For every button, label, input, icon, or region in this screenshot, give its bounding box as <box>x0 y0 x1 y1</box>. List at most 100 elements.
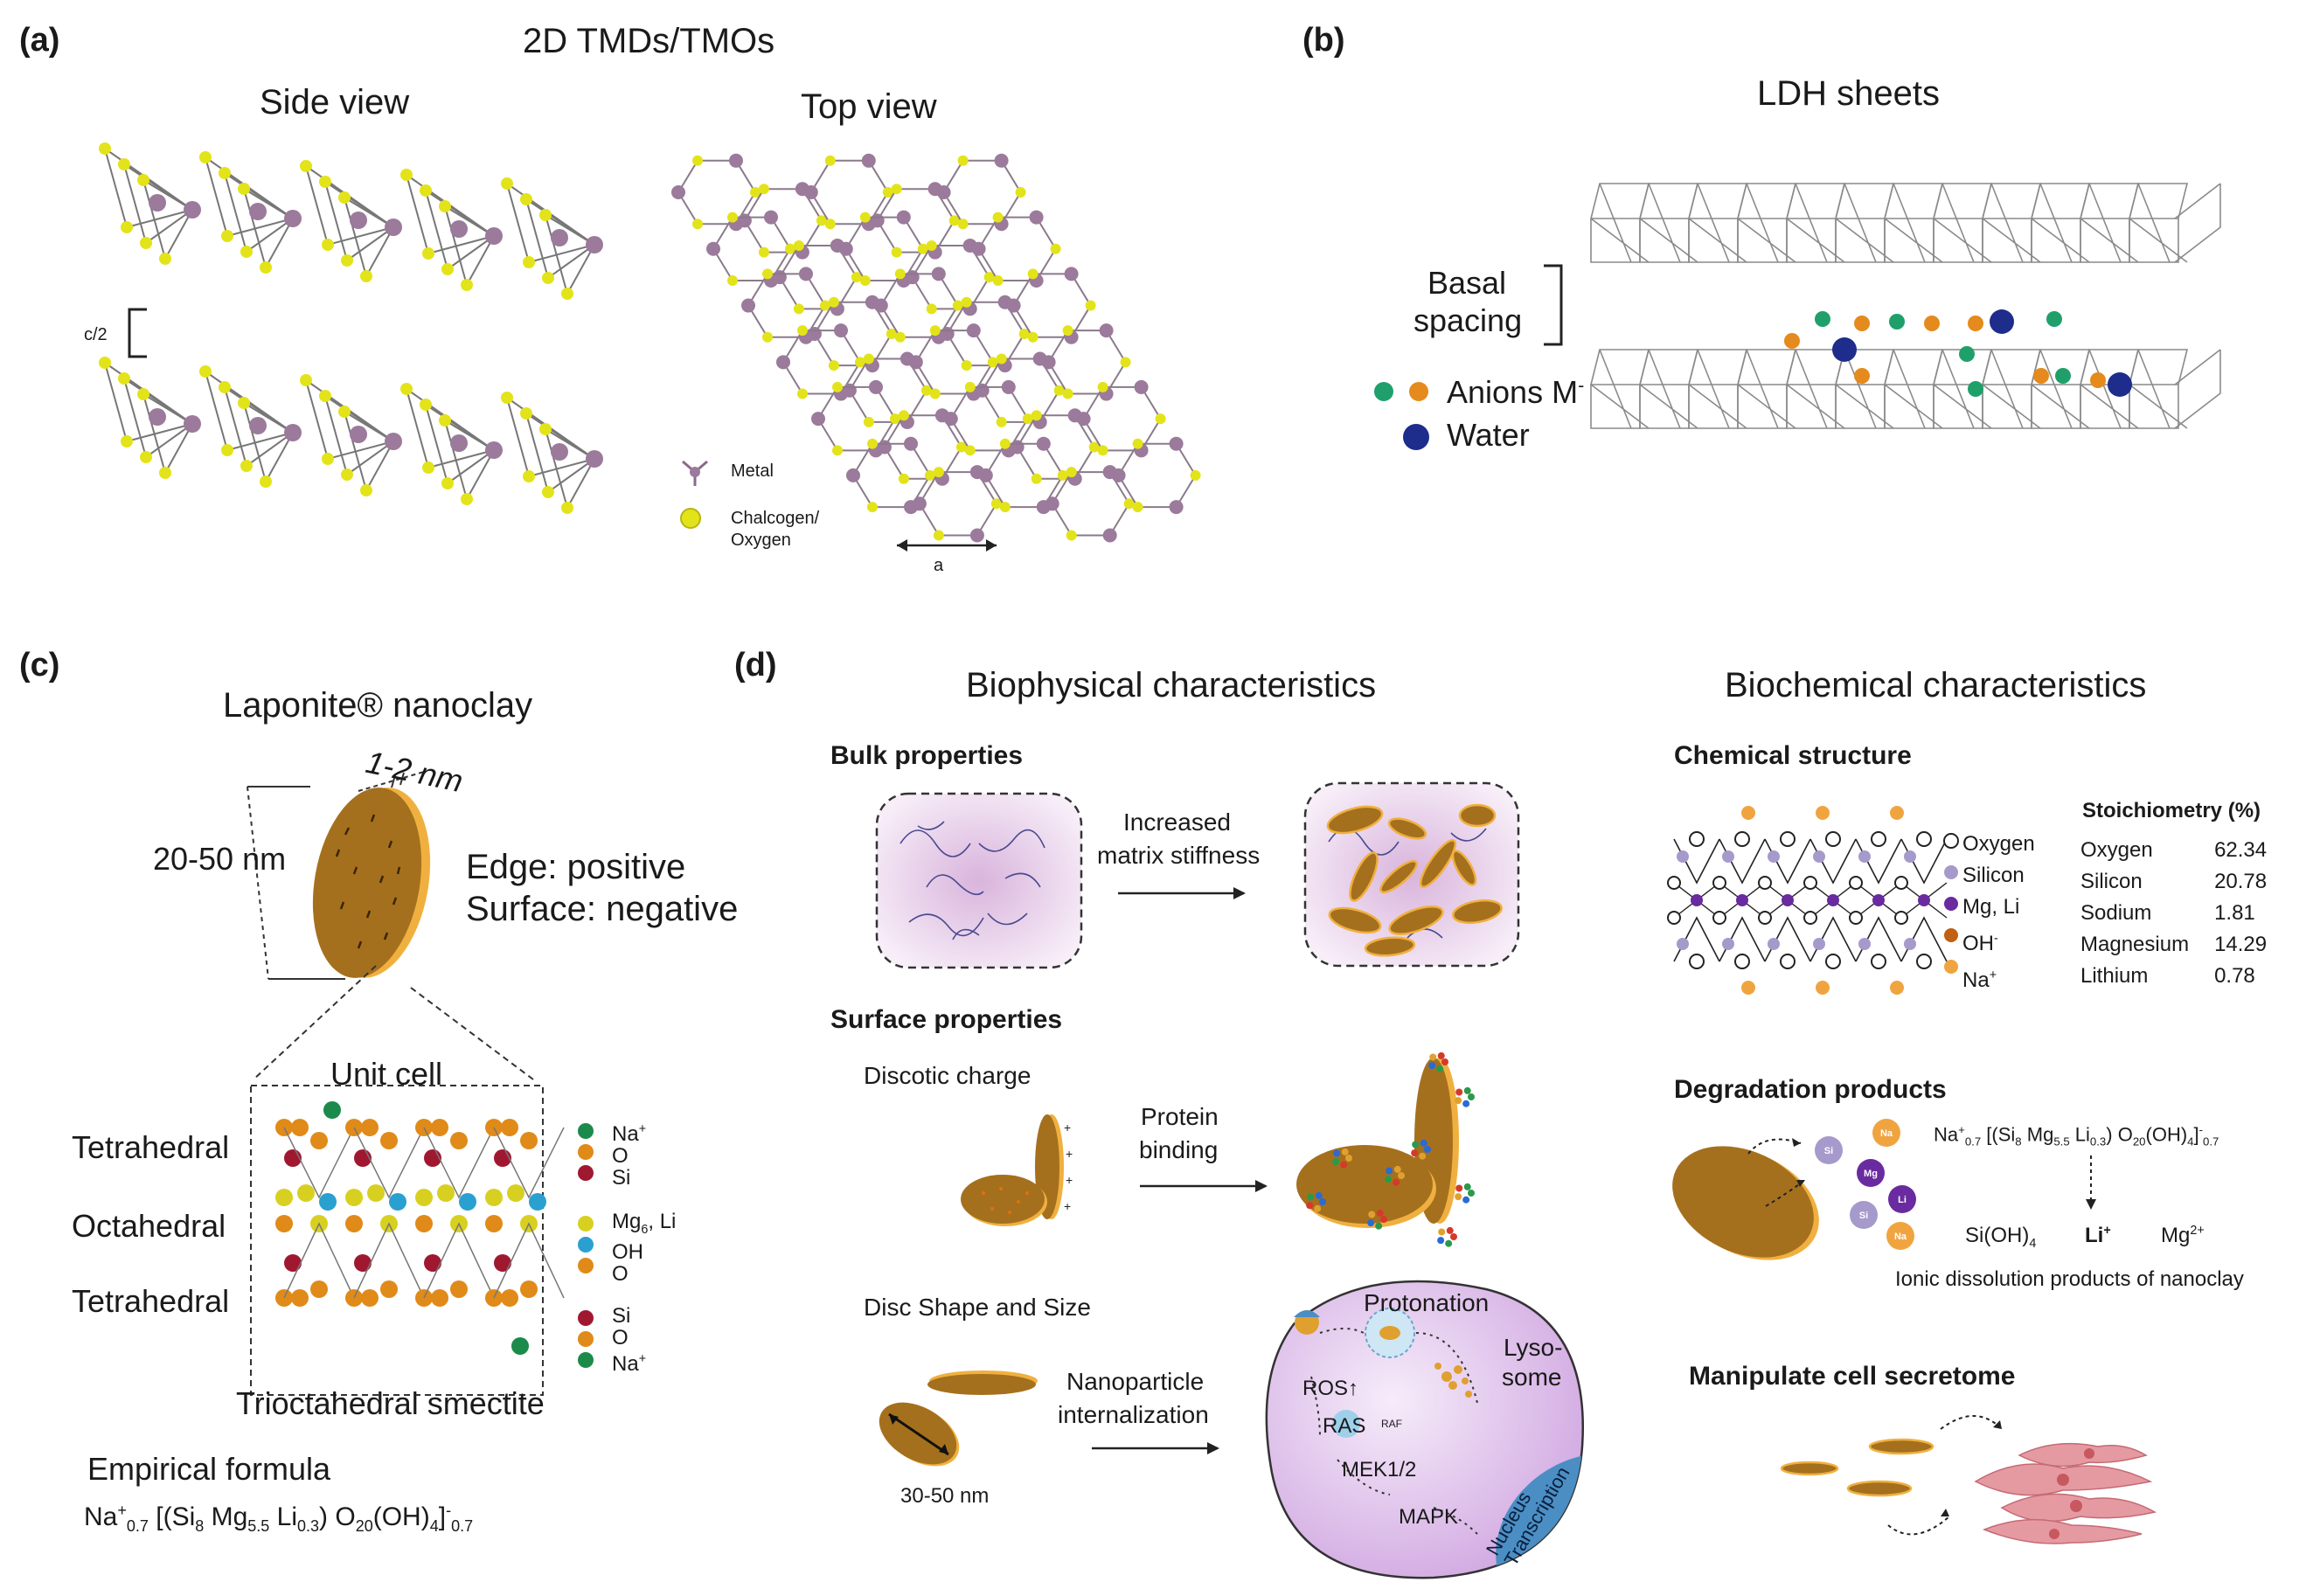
chalcogen-atom <box>461 493 473 505</box>
protein <box>1437 1051 1445 1059</box>
metal-atom <box>971 241 986 256</box>
atom <box>501 1119 518 1136</box>
protein <box>1450 1233 1457 1240</box>
bond <box>346 226 394 261</box>
protein <box>1376 1209 1384 1217</box>
chalcogen-atom <box>1132 438 1143 449</box>
chalcogen-atom <box>219 167 231 179</box>
protein <box>1455 1097 1462 1105</box>
chalcogen-atom <box>692 155 703 166</box>
bond <box>466 449 495 500</box>
anion <box>2033 368 2049 384</box>
lysosome-label-2: some <box>1502 1364 1562 1391</box>
bond <box>265 218 294 268</box>
metal-atom <box>1111 468 1126 482</box>
chalcogen-atom <box>99 142 111 155</box>
protein-label-1: Protein <box>1141 1103 1219 1130</box>
chalcogen-atom <box>859 274 871 286</box>
anion <box>1815 311 1830 327</box>
bond <box>528 458 595 477</box>
atom <box>367 1184 385 1202</box>
chalcogen-atom <box>501 177 513 190</box>
metal-atom <box>869 379 883 394</box>
oxygen-atom <box>1803 911 1817 925</box>
metal-atom <box>1169 436 1184 451</box>
chalcogen-atom <box>762 331 773 343</box>
bond <box>126 423 193 442</box>
metal-atom <box>908 355 923 370</box>
chem-structure-title: Chemical structure <box>1674 741 1912 770</box>
unit-cell-legend-dots <box>578 1123 594 1368</box>
bond <box>142 179 193 211</box>
panel-a-title: 2D TMDs/TMOs <box>523 22 775 60</box>
anion <box>1924 316 1940 331</box>
bond <box>545 428 595 460</box>
metal-atom <box>149 408 166 426</box>
unit-cell-box <box>250 1085 544 1396</box>
chalcogen-atom <box>894 331 906 343</box>
chalcogen-atom <box>828 296 839 308</box>
protein-label-2: binding <box>1139 1136 1219 1163</box>
lattice-a-arrow <box>897 539 997 552</box>
thickness-marker <box>358 771 425 792</box>
bond <box>205 371 228 451</box>
bond <box>283 1127 355 1299</box>
chalcogen-atom <box>890 413 900 425</box>
chalcogen-atom <box>1097 445 1108 456</box>
bond <box>142 179 166 260</box>
chalcogen-atom <box>400 383 413 395</box>
anion <box>2090 372 2106 388</box>
protein <box>1411 1149 1419 1157</box>
bond <box>346 441 394 475</box>
chalcogen-atom <box>561 502 573 514</box>
disc-size-label: 30-50 nm <box>900 1484 990 1508</box>
bond <box>444 420 495 451</box>
atom <box>415 1189 433 1206</box>
metal-atom <box>671 185 685 199</box>
chalcogen-atom <box>319 390 331 402</box>
c-half-bracket <box>128 308 147 358</box>
bond <box>104 148 128 228</box>
atom <box>529 1193 546 1211</box>
chalcogen-atom <box>816 215 827 226</box>
oxygen-atom <box>1712 911 1726 925</box>
chem-legend-dots <box>1943 833 1959 974</box>
chalcogen-atom <box>992 212 1004 223</box>
protein <box>1307 1193 1315 1201</box>
product-li: Li+ <box>2085 1224 2111 1247</box>
size-discs <box>879 1370 1038 1467</box>
mg-li-atom <box>1827 894 1839 906</box>
bond <box>447 449 495 484</box>
chalcogen-atom <box>322 239 334 251</box>
chalcogen-atom <box>360 270 372 282</box>
atom <box>310 1280 328 1298</box>
legend-chalcogen-1: Chalcogen/ <box>731 509 820 528</box>
protein <box>1340 1161 1348 1169</box>
bond <box>164 423 193 474</box>
bond <box>365 226 394 277</box>
chalcogen-atom <box>238 183 250 195</box>
water-molecule <box>1832 337 1857 362</box>
top-view-lattice <box>671 153 1201 543</box>
metal-atom <box>485 441 503 459</box>
chalcogen-atom <box>820 300 830 311</box>
chalcogen-atom <box>1190 469 1201 481</box>
bond <box>123 163 147 244</box>
metal-atom <box>940 326 955 341</box>
metal-atom <box>551 443 568 461</box>
metal-atom <box>803 185 818 199</box>
bond <box>545 428 568 509</box>
anion <box>1968 381 1983 397</box>
protein <box>1345 1155 1352 1162</box>
product-mg: Mg2+ <box>2161 1224 2205 1247</box>
chalcogen-atom <box>948 215 960 226</box>
metal-atom <box>776 355 790 370</box>
degradation-arrows <box>1747 1138 1806 1207</box>
bond <box>493 1127 565 1299</box>
silicon-atom <box>1768 938 1780 950</box>
metal-atom <box>350 212 367 229</box>
chalcogen-atom <box>929 325 941 337</box>
diameter-label: 20-50 nm <box>153 841 287 877</box>
